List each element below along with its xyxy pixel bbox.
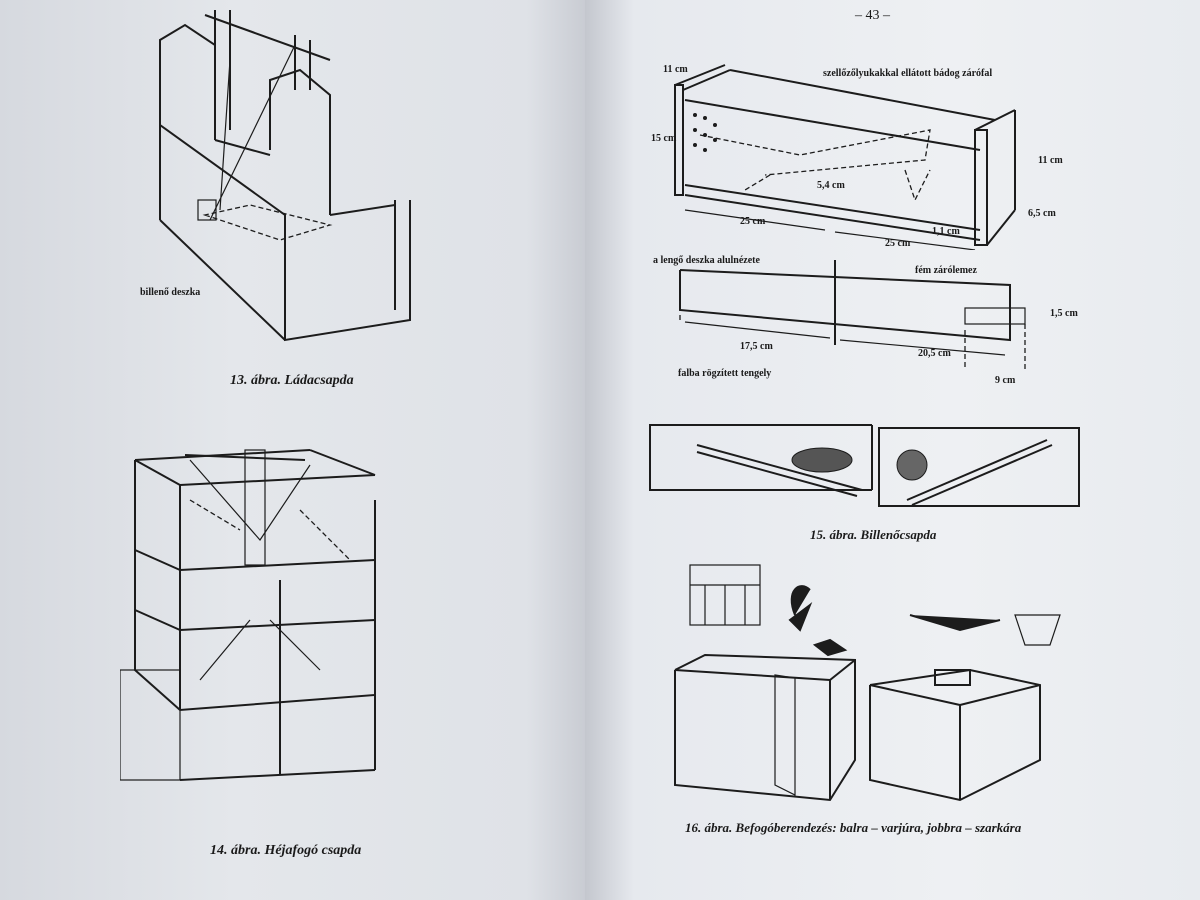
fig15-tilting-trap-states-drawing (649, 424, 1080, 507)
dim-25cm-left: 25 cm (740, 216, 766, 227)
label-vent-wall: szellőzőlyukakkal ellátott bádog zárófal (823, 68, 993, 79)
dim-17-5cm: 17,5 cm (740, 341, 773, 352)
label-underside-view: a lengő deszka alulnézete (653, 255, 760, 266)
fig15-trap-isometric-drawing (674, 64, 1016, 250)
dim-1-5cm: 1,5 cm (1050, 308, 1078, 319)
dim-11cm-right: 11 cm (1038, 155, 1063, 166)
dim-9cm: 9 cm (995, 375, 1016, 386)
right-page: – 43 – 11 cm szellőzőlyukakkal ellátott … (585, 0, 1200, 900)
fig13-box-trap-drawing (159, 10, 411, 342)
dim-20-5cm: 20,5 cm (918, 348, 951, 359)
dim-15cm: 15 cm (651, 133, 677, 144)
fig15-board-underside-drawing (679, 260, 1026, 370)
fig15-caption: 15. ábra. Billenőcsapda (810, 527, 937, 542)
page-number: – 43 – (855, 8, 890, 23)
dim-25cm-right: 25 cm (885, 238, 911, 249)
fig14-hawk-trap-drawing (120, 449, 376, 781)
dim-5-4cm: 5,4 cm (817, 180, 845, 191)
fig13-caption: 13. ábra. Ládacsapda (230, 373, 354, 388)
label-axle: falba rögzített tengely (678, 368, 772, 379)
left-page: billenő deszka 13. ábra. Ládacsapda 14. … (0, 0, 585, 900)
dim-6-5cm: 6,5 cm (1028, 208, 1056, 219)
label-metal-plate: fém zárólemez (915, 265, 977, 276)
dim-11cm-top: 11 cm (663, 64, 688, 75)
fig16-bird-cage-traps-drawing (674, 564, 1061, 802)
fig14-caption: 14. ábra. Héjafogó csapda (210, 843, 362, 858)
label-tilting-board: billenő deszka (140, 287, 201, 298)
fig16-caption: 16. ábra. Befogóberendezés: balra – varj… (685, 820, 1022, 835)
dim-1-1cm: 1,1 cm (932, 226, 960, 237)
